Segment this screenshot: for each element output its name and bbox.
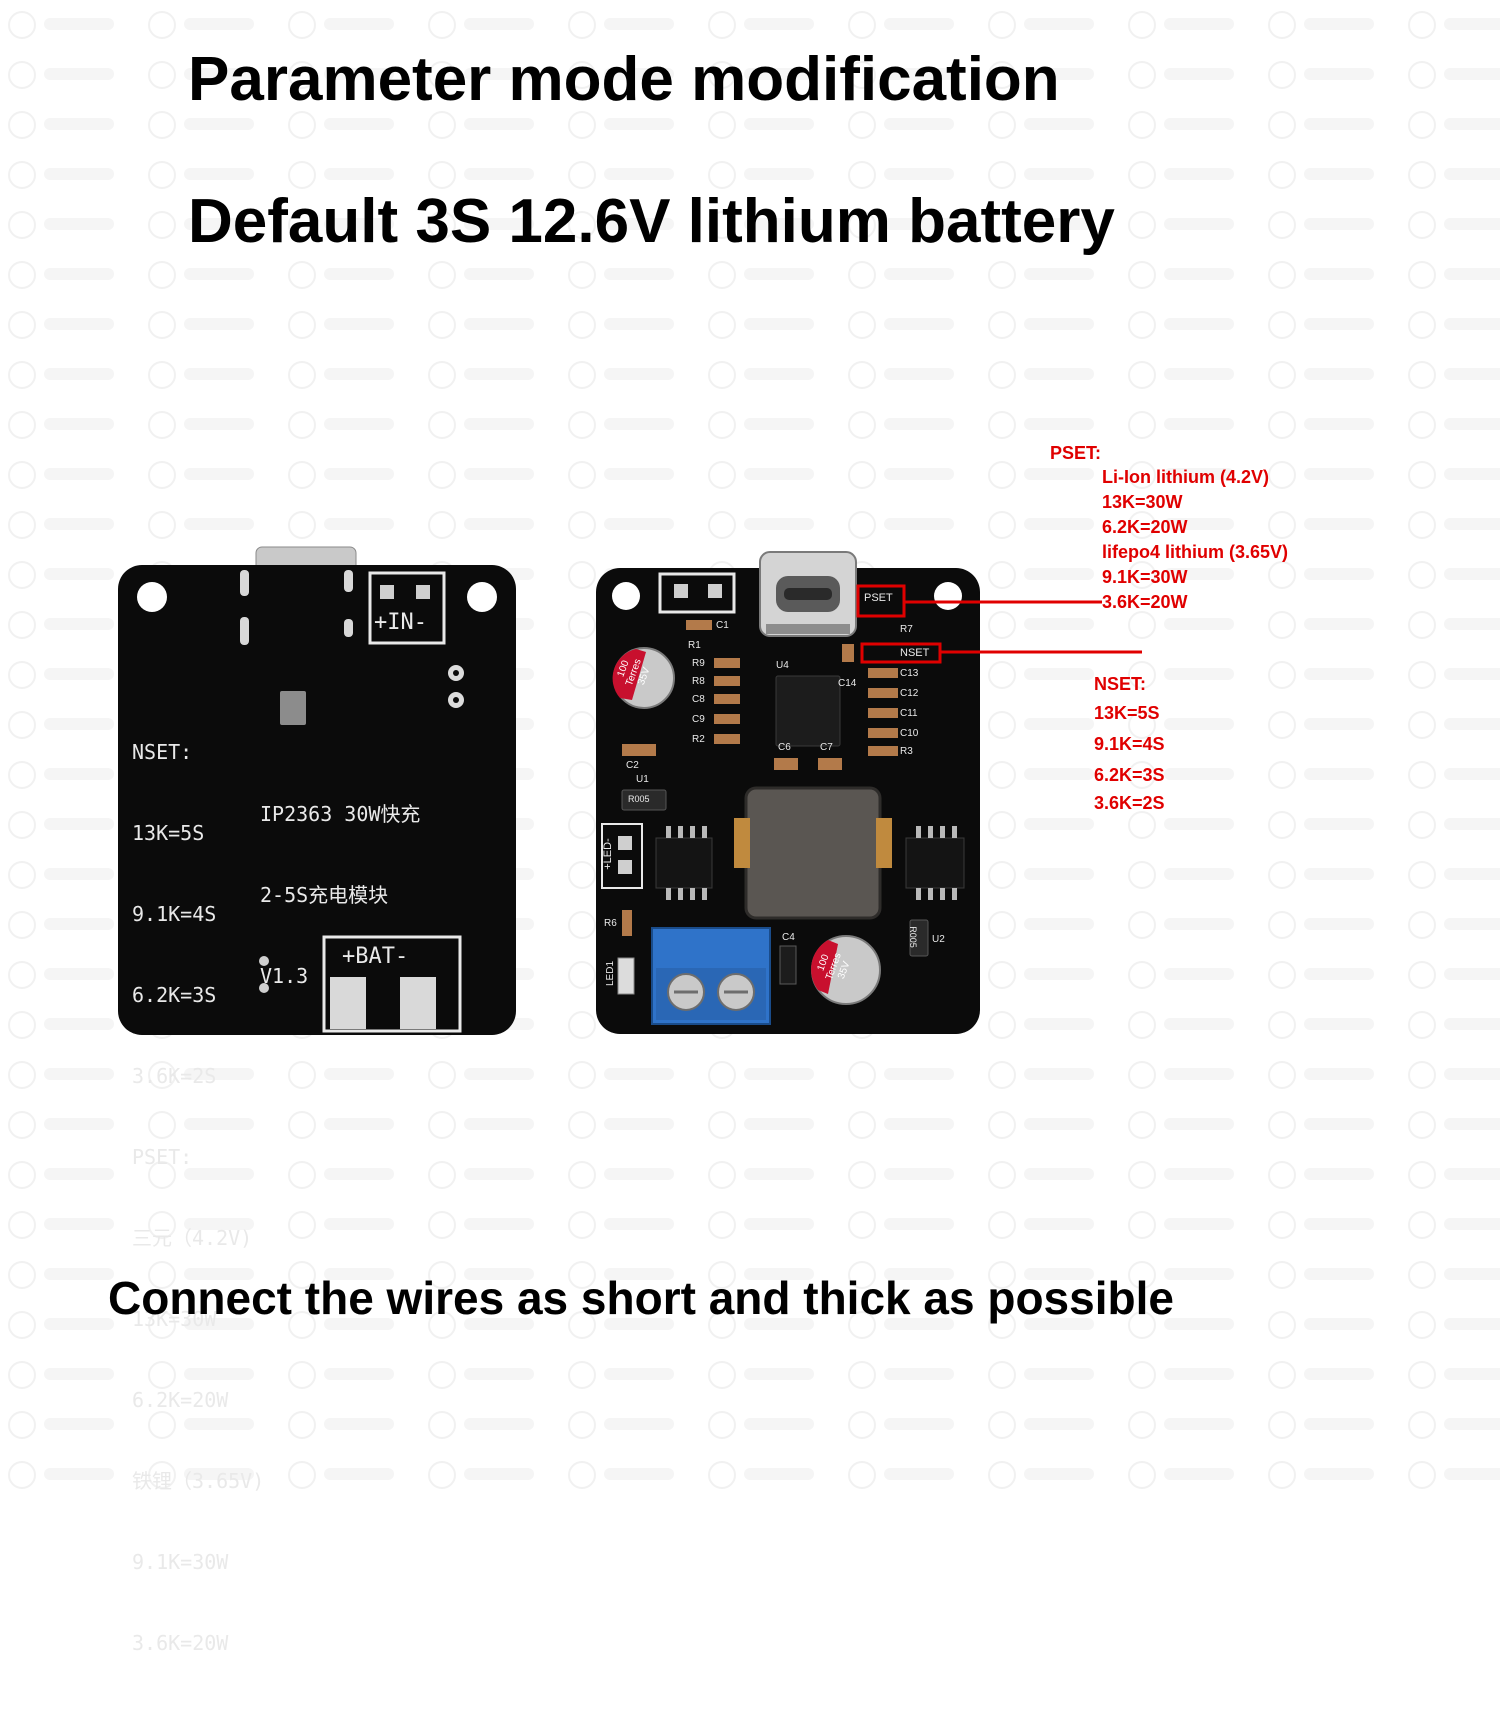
pset-resistor-label: PSET bbox=[864, 592, 893, 604]
silk-line: NSET: bbox=[132, 740, 193, 764]
label-u1: U1 bbox=[636, 774, 649, 785]
label-c1: C1 bbox=[716, 620, 729, 631]
label-u2: U2 bbox=[932, 934, 945, 945]
silk-line: V1.3 bbox=[260, 964, 309, 988]
label-c10: C10 bbox=[900, 728, 919, 739]
silk-line: 铁锂（3.65V) bbox=[132, 1469, 265, 1493]
label-c11: C11 bbox=[900, 708, 918, 719]
silk-line: 13K=5S bbox=[132, 821, 205, 845]
label-c2: C2 bbox=[626, 760, 639, 771]
headline-default-battery: Default 3S 12.6V lithium battery bbox=[188, 187, 1115, 256]
silk-line: 6.2K=20W bbox=[132, 1388, 229, 1412]
bat-terminal-label: +BAT- bbox=[342, 944, 409, 969]
silk-line: PSET: bbox=[132, 1145, 193, 1169]
label-r7: R7 bbox=[900, 624, 913, 635]
pset-callout-line: Li-Ion lithium (4.2V) bbox=[1102, 467, 1269, 487]
silk-line: 13K=30W bbox=[132, 1307, 217, 1331]
silk-line: 3.6K=2S bbox=[132, 1064, 217, 1088]
label-u4: U4 bbox=[776, 660, 789, 671]
pset-callout-line: 9.1K=30W bbox=[1102, 567, 1188, 587]
label-c7: C7 bbox=[820, 742, 833, 753]
silk-line: 6.2K=3S bbox=[132, 983, 217, 1007]
label-r005-u1: R005 bbox=[628, 794, 650, 804]
silk-line: 三元（4.2V) bbox=[132, 1226, 253, 1250]
pset-callout-title: PSET: bbox=[1050, 443, 1102, 463]
back-silkscreen-title: IP2363 30W快充 2-5S充电模块 V1.3 bbox=[260, 747, 420, 1044]
pset-callout: PSET: Li-Ion lithium (4.2V) 13K=30W 6.2K… bbox=[1050, 441, 1288, 615]
label-r1: R1 bbox=[688, 640, 701, 651]
label-r8: R8 bbox=[692, 676, 705, 687]
nset-callout-line: 9.1K=4S bbox=[1094, 734, 1165, 754]
label-c6: C6 bbox=[778, 742, 791, 753]
silk-line: IP2363 30W快充 bbox=[260, 802, 421, 826]
label-c14: C14 bbox=[838, 678, 857, 689]
label-c8: C8 bbox=[692, 694, 705, 705]
nset-resistor-label: NSET bbox=[900, 647, 930, 659]
nset-callout-line: 3.6K=2S bbox=[1094, 793, 1165, 813]
label-r3: R3 bbox=[900, 746, 913, 757]
pset-callout-line: lifepo4 lithium (3.65V) bbox=[1102, 542, 1289, 562]
nset-callout-line: 6.2K=3S bbox=[1094, 765, 1165, 785]
nset-callout: NSET: 13K=5S 9.1K=4S 6.2K=3S 3.6K=2S bbox=[1094, 670, 1165, 816]
pset-callout-line: 6.2K=20W bbox=[1102, 517, 1188, 537]
silk-line: 9.1K=30W bbox=[132, 1550, 229, 1574]
label-r6: R6 bbox=[604, 918, 617, 929]
silk-line: 9.1K=4S bbox=[132, 902, 217, 926]
label-c9: C9 bbox=[692, 714, 705, 725]
headline-parameter-mode: Parameter mode modification bbox=[188, 45, 1060, 114]
label-r2: R2 bbox=[692, 734, 705, 745]
label-c4: C4 bbox=[782, 932, 795, 943]
label-c13: C13 bbox=[900, 668, 919, 679]
pset-callout-line: 13K=30W bbox=[1102, 492, 1183, 512]
pset-callout-line: 3.6K=20W bbox=[1102, 592, 1188, 612]
silk-line: 3.6K=20W bbox=[132, 1631, 229, 1655]
nset-callout-line: 13K=5S bbox=[1094, 703, 1160, 723]
board-front-drawing bbox=[596, 551, 980, 1034]
silk-line: 2-5S充电模块 bbox=[260, 883, 389, 907]
label-c12: C12 bbox=[900, 688, 919, 699]
in-terminal-label: +IN- bbox=[374, 610, 427, 635]
label-r9: R9 bbox=[692, 658, 705, 669]
board-back-drawing bbox=[118, 546, 516, 1035]
board-front-side: PSET NSET +LED- C1 R1 R9 R8 C8 C9 R2 U4 … bbox=[596, 548, 980, 1034]
wiring-advice: Connect the wires as short and thick as … bbox=[108, 1272, 1174, 1324]
nset-callout-title: NSET: bbox=[1094, 674, 1147, 694]
callout-lines bbox=[904, 600, 1142, 654]
